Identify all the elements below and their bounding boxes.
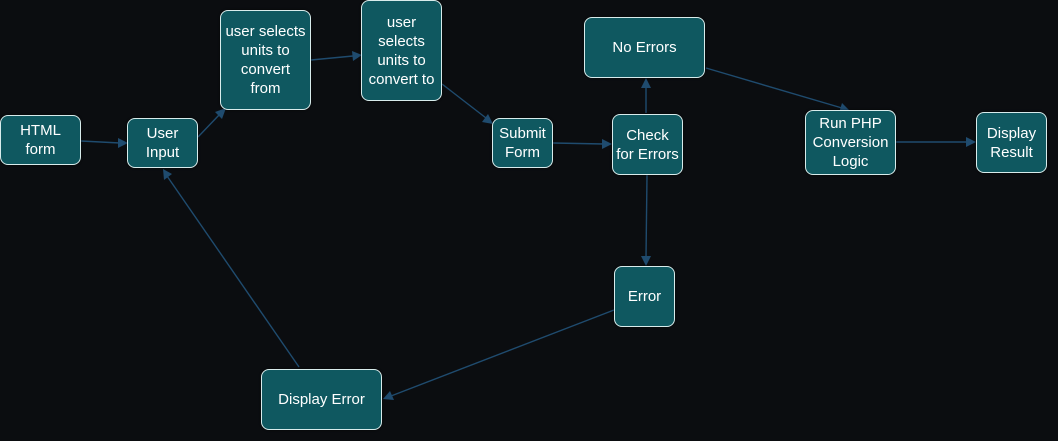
edge-no-errors-to-run-php <box>705 67 843 109</box>
node-user-input-label: User Input <box>145 125 180 161</box>
node-error[interactable]: Error <box>614 266 675 327</box>
arrowhead-error <box>641 256 651 266</box>
arrowhead-check <box>602 139 612 149</box>
arrowhead-units-to <box>352 51 362 61</box>
node-user-input[interactable]: User Input <box>127 118 198 168</box>
node-units-to[interactable]: user selects units to convert to <box>361 0 442 101</box>
node-submit-form-label: Submit Form <box>499 125 546 161</box>
node-display-result-label: Display Result <box>986 124 1037 161</box>
node-run-php[interactable]: Run PHP Conversion Logic <box>805 110 896 175</box>
node-units-from-label: user selects units to convert from <box>225 23 306 97</box>
node-error-label: Error <box>627 288 662 305</box>
edge-units-to-to-submit-form <box>441 83 487 119</box>
node-display-error-label: Display Error <box>278 391 365 408</box>
node-html-form[interactable]: HTML form <box>0 115 81 165</box>
node-display-result[interactable]: Display Result <box>976 112 1047 173</box>
edge-error-to-display-error <box>390 309 615 397</box>
arrowhead-submit-form <box>482 114 493 124</box>
node-html-form-label: HTML form <box>20 122 61 158</box>
edge-html-form-to-user-input <box>80 140 121 144</box>
node-check-errors[interactable]: Check for Errors <box>612 114 683 175</box>
edge-units-from-to-units-to <box>310 55 354 61</box>
node-no-errors-label: No Errors <box>612 39 677 56</box>
node-units-to-label: user selects units to convert to <box>368 13 435 88</box>
arrowhead-units-from <box>215 108 226 119</box>
node-run-php-label: Run PHP Conversion Logic <box>812 115 889 170</box>
arrowhead-no-errors <box>641 78 651 88</box>
edge-check-to-error <box>645 174 648 259</box>
node-submit-form[interactable]: Submit Form <box>492 118 553 168</box>
arrowhead-user-input <box>118 138 128 148</box>
arrowhead-user-input-loop <box>163 169 172 180</box>
node-check-errors-label: Check for Errors <box>616 126 679 163</box>
node-units-from[interactable]: user selects units to convert from <box>220 10 311 110</box>
edge-submit-to-check <box>552 142 605 145</box>
arrowhead-display-result <box>966 137 976 147</box>
arrowhead-display-error <box>383 391 394 400</box>
node-no-errors[interactable]: No Errors <box>584 17 705 78</box>
node-display-error[interactable]: Display Error <box>261 369 382 430</box>
edge-display-error-to-user-input <box>166 175 300 368</box>
edge-user-input-to-units-from <box>197 113 221 138</box>
